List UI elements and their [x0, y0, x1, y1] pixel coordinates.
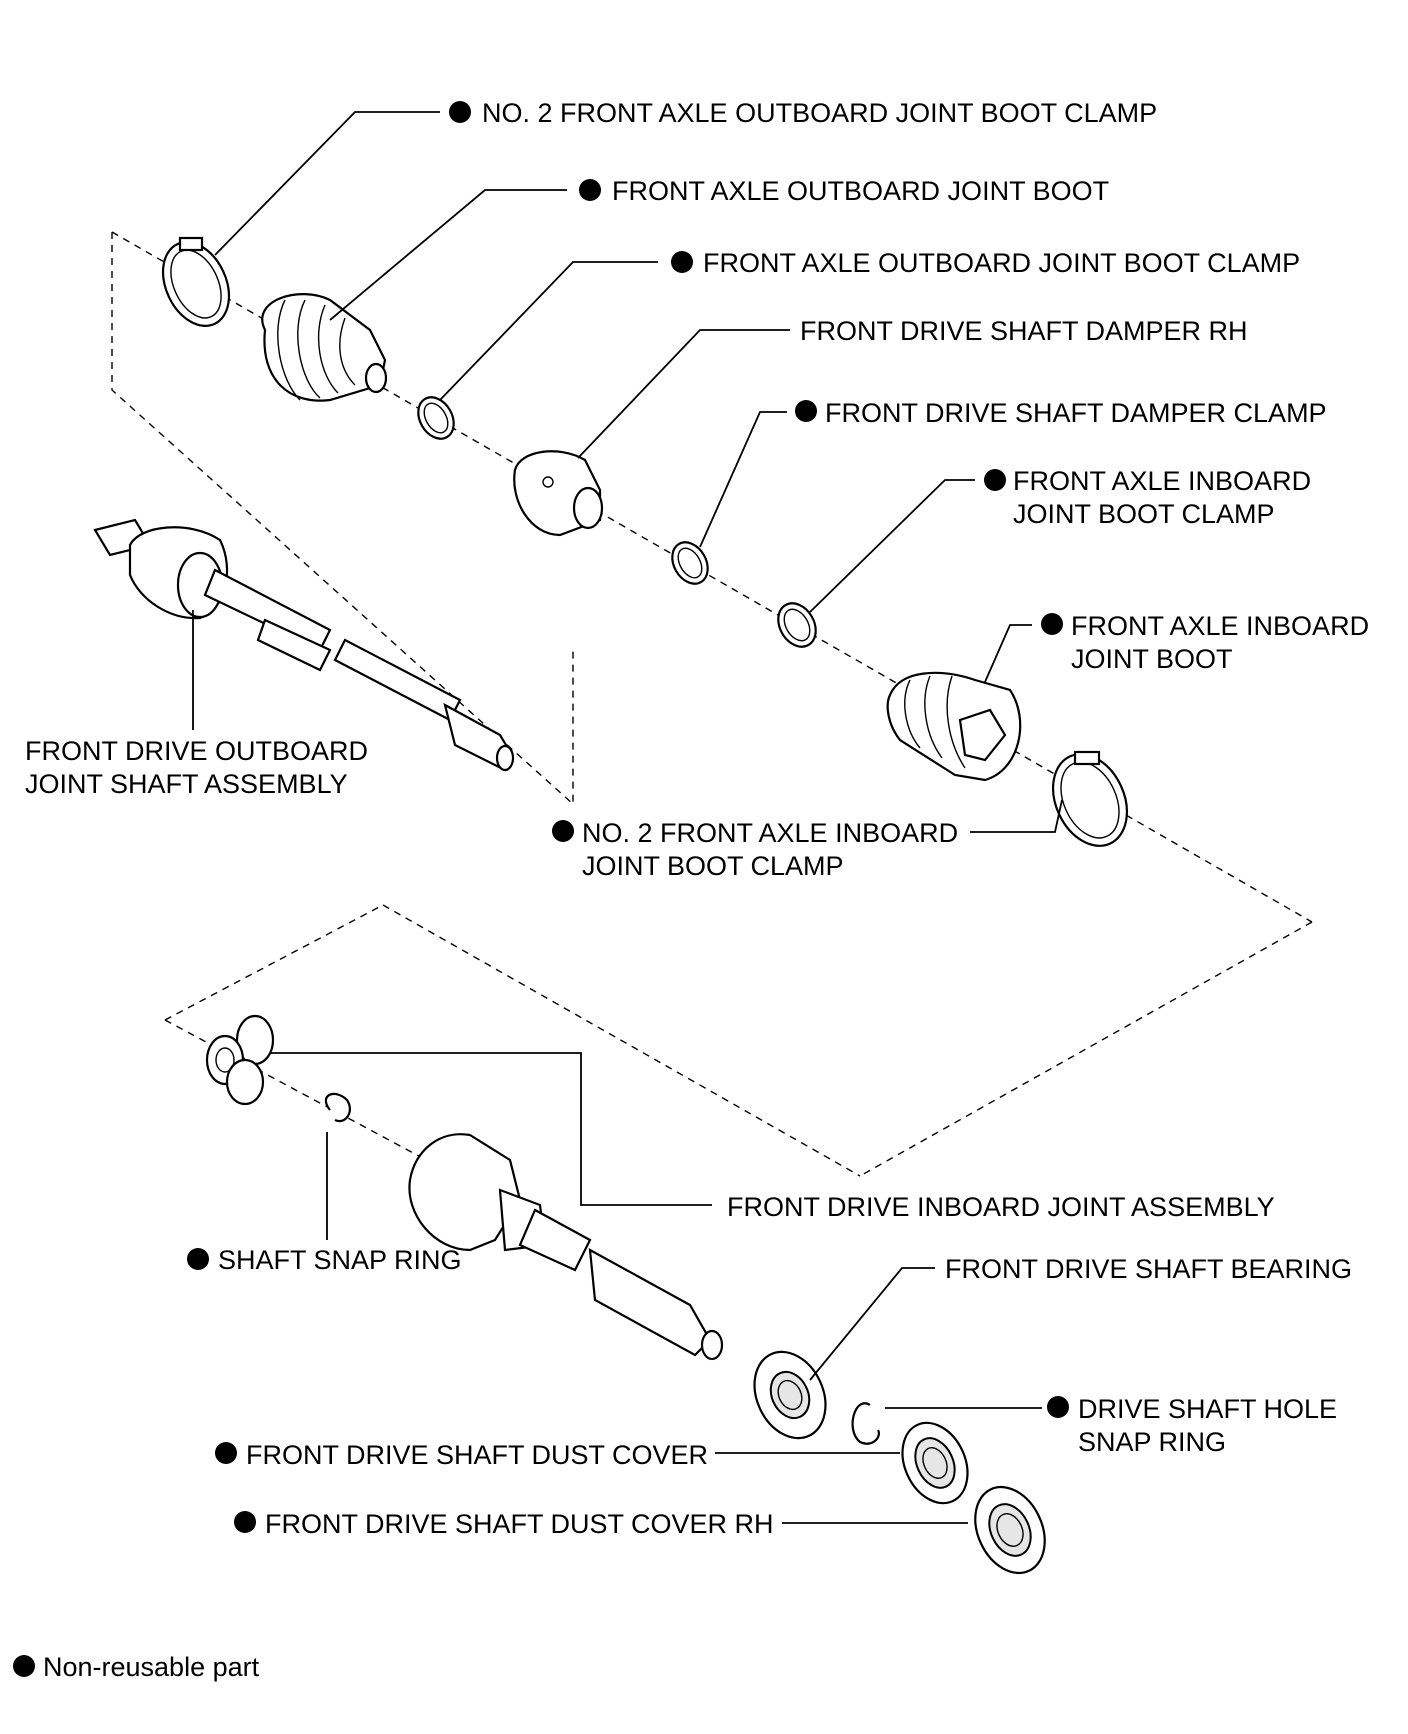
- legend: Non-reusable part: [13, 1652, 260, 1682]
- label-dust-cover: FRONT DRIVE SHAFT DUST COVER: [246, 1440, 708, 1470]
- outboard-clamp-part: [417, 396, 455, 440]
- bullet-icon: [13, 1655, 35, 1677]
- no2-inboard-clamp-part: [1052, 750, 1128, 847]
- label-bearing: FRONT DRIVE SHAFT BEARING: [945, 1254, 1352, 1284]
- label-dust-cover-rh: FRONT DRIVE SHAFT DUST COVER RH: [265, 1509, 774, 1539]
- bearing-part: [753, 1350, 827, 1440]
- bullet-icon: [1041, 613, 1063, 635]
- label-outboard-boot: FRONT AXLE OUTBOARD JOINT BOOT: [612, 176, 1109, 206]
- leader-lines: [192, 111, 1063, 1524]
- upper-assembly-outline: [111, 231, 1313, 1177]
- bullet-icon: [187, 1248, 209, 1270]
- inboard-clamp-part: [777, 602, 817, 648]
- label-no2-inboard-clamp-2: JOINT BOOT CLAMP: [582, 851, 844, 881]
- bullet-icon: [215, 1442, 237, 1464]
- label-outboard-clamp: FRONT AXLE OUTBOARD JOINT BOOT CLAMP: [703, 248, 1300, 278]
- outboard-joint-shaft-part: [93, 518, 515, 772]
- dust-cover-rh-part: [974, 1485, 1046, 1575]
- label-outboard-shaft-1: FRONT DRIVE OUTBOARD: [25, 736, 368, 766]
- no2-outboard-clamp-part: [161, 236, 231, 327]
- damper-clamp-part: [671, 541, 709, 585]
- hole-snap-ring-part: [851, 1402, 880, 1445]
- dust-cover-part: [901, 1421, 969, 1505]
- non-reusable-bullets: [187, 101, 1069, 1533]
- label-hole-snap-ring-1: DRIVE SHAFT HOLE: [1078, 1394, 1337, 1424]
- label-inboard-clamp-1: FRONT AXLE INBOARD: [1013, 466, 1311, 496]
- label-inboard-clamp-2: JOINT BOOT CLAMP: [1013, 499, 1275, 529]
- label-damper-rh: FRONT DRIVE SHAFT DAMPER RH: [800, 316, 1248, 346]
- outboard-boot-part: [261, 293, 388, 402]
- bullet-icon: [552, 820, 574, 842]
- bullet-icon: [984, 469, 1006, 491]
- label-no2-outboard-clamp: NO. 2 FRONT AXLE OUTBOARD JOINT BOOT CLA…: [482, 98, 1157, 128]
- bullet-icon: [449, 101, 471, 123]
- label-no2-inboard-clamp-1: NO. 2 FRONT AXLE INBOARD: [582, 818, 958, 848]
- label-outboard-shaft-2: JOINT SHAFT ASSEMBLY: [25, 769, 348, 799]
- label-inboard-boot-1: FRONT AXLE INBOARD: [1071, 611, 1369, 641]
- shaft-snap-ring-part: [324, 1092, 351, 1123]
- label-damper-clamp: FRONT DRIVE SHAFT DAMPER CLAMP: [825, 398, 1327, 428]
- label-inboard-boot-2: JOINT BOOT: [1071, 644, 1233, 674]
- bullet-icon: [671, 251, 693, 273]
- bullet-icon: [795, 400, 817, 422]
- bullet-icon: [234, 1511, 256, 1533]
- legend-text: Non-reusable part: [43, 1652, 260, 1682]
- part-labels: NO. 2 FRONT AXLE OUTBOARD JOINT BOOT CLA…: [25, 98, 1369, 1539]
- label-hole-snap-ring-2: SNAP RING: [1078, 1427, 1226, 1457]
- bullet-icon: [1047, 1396, 1069, 1418]
- inboard-joint-assembly-part: [408, 1133, 724, 1361]
- bullet-icon: [579, 179, 601, 201]
- tripod-joint-part: [205, 1014, 275, 1106]
- label-shaft-snap-ring: SHAFT SNAP RING: [218, 1245, 462, 1275]
- label-inboard-joint: FRONT DRIVE INBOARD JOINT ASSEMBLY: [727, 1192, 1275, 1222]
- damper-rh-part: [513, 450, 604, 537]
- inboard-boot-part: [886, 671, 1022, 782]
